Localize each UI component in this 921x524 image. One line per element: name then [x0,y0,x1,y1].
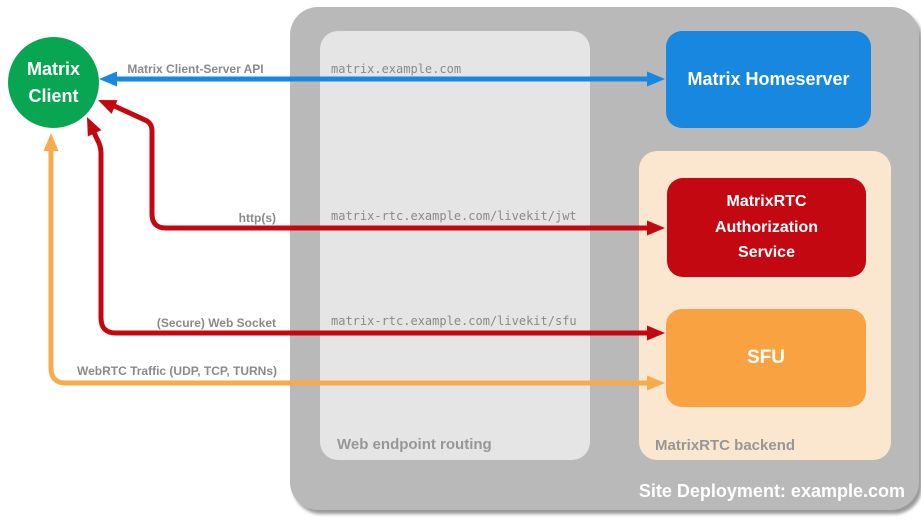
matrix-homeserver-label: Matrix Homeserver [687,69,850,89]
arrowhead-to-client-red2-icon [87,117,102,137]
matrixrtc-auth-service-node: MatrixRTC Authorization Service [667,178,866,277]
arrowhead-to-client-orange-icon [43,133,59,151]
webrtc-traffic-label: WebRTC Traffic (UDP, TCP, TURNs) [76,364,277,378]
web-endpoint-routing-box [320,31,590,460]
matrix-homeserver-node: Matrix Homeserver [666,31,871,128]
matrix-endpoint-url: matrix.example.com [331,62,462,76]
matrix-client-node: Matrix Client [8,37,99,128]
livekit-sfu-endpoint-url: matrix-rtc.example.com/livekit/sfu [331,314,577,328]
web-endpoint-routing-caption: Web endpoint routing [337,436,492,453]
sfu-label: SFU [747,347,785,368]
client-server-api-label: Matrix Client-Server API [127,62,264,76]
matrixrtc-backend-caption: MatrixRTC backend [655,437,796,454]
matrixrtc-auth-service-label: MatrixRTC Authorization Service [714,192,819,262]
https-label: http(s) [238,211,276,225]
livekit-jwt-endpoint-url: matrix-rtc.example.com/livekit/jwt [331,209,577,223]
arrowhead-to-client-red1-icon [98,100,118,114]
site-deployment-caption: Site Deployment: example.com [638,481,905,501]
websocket-label: (Secure) Web Socket [156,316,276,330]
sfu-node: SFU [666,309,866,407]
matrix-client-label: Matrix Client [26,59,80,106]
